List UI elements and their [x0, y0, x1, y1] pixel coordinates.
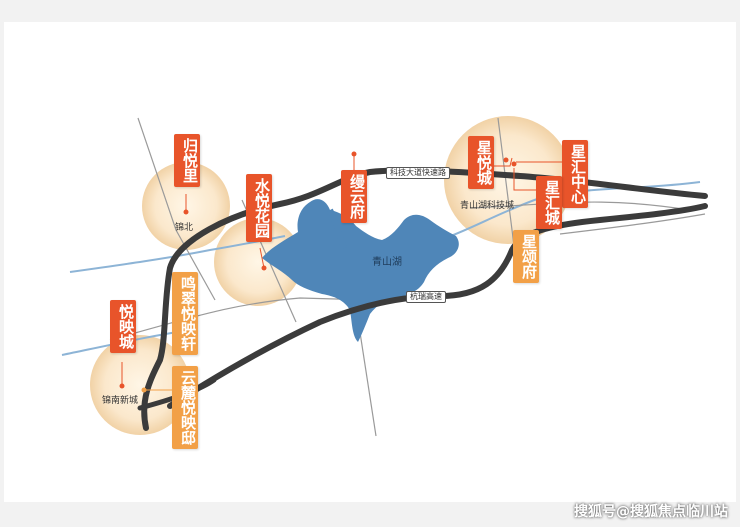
project-tag-xingsong: 星颂府 [513, 230, 539, 283]
project-tag-shuiyue: 水悦花园 [246, 174, 272, 242]
road-label-keji: 科技大道快速路 [386, 167, 450, 179]
road-thin-1 [137, 117, 216, 301]
place-label-jinnan: 锦南新城 [102, 396, 139, 406]
project-tag-xingyue: 星悦城 [468, 136, 494, 189]
project-tag-xinghui-cheng: 星汇城 [536, 176, 562, 229]
project-tag-yueying: 悦映城 [110, 300, 136, 353]
halo-jinnan [90, 335, 190, 435]
lake-inlet [327, 208, 347, 249]
lake-label: 青山湖 [372, 257, 402, 268]
halo-shuiyue [214, 218, 302, 306]
project-tag-mingcui: 鸣翠悦映轩 [172, 272, 198, 355]
road-thin-7 [559, 213, 706, 235]
lake-shape [262, 199, 459, 342]
place-label-qingshanhu-keji: 青山湖科技城 [460, 201, 515, 211]
place-label-jinbei: 锦北 [175, 223, 194, 233]
road-label-hangrui: 杭瑞高速 [406, 291, 446, 303]
leader-shuiyue [259, 247, 265, 269]
project-tag-yunlu: 云麓悦映邸 [172, 366, 198, 449]
watermark-text: 搜狐号@搜狐焦点临川站 [574, 504, 728, 520]
dot-xingyue-a [503, 157, 509, 163]
leader-xingyue [492, 157, 513, 167]
project-tag-miaoyun: 缦云府 [341, 170, 367, 223]
road-thin-3 [109, 297, 373, 341]
leader-xinghui-c [513, 168, 536, 191]
project-tag-xinghui-zhongxin: 星汇中心 [562, 140, 588, 208]
dot-yueying [119, 383, 125, 389]
dot-miaoyun [351, 151, 357, 157]
dot-shuiyue [261, 265, 267, 271]
dot-mingcui [141, 387, 147, 393]
dot-xingyue-b [511, 161, 517, 167]
expressway-south [167, 203, 708, 409]
project-tag-guiyueli: 归悦里 [174, 134, 200, 187]
dot-guiyueli [183, 209, 189, 215]
